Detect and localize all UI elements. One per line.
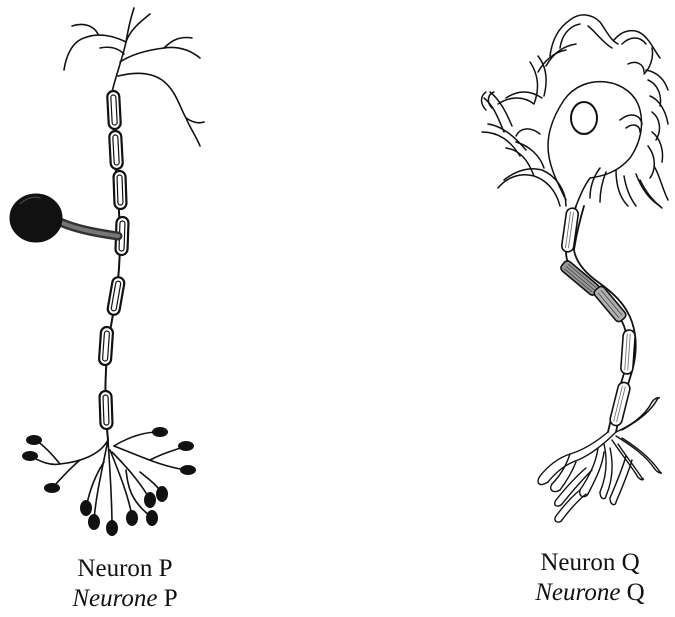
neuron-p bbox=[10, 8, 204, 536]
neuron-p-axon-terminals bbox=[30, 432, 186, 526]
neuron-q-caption: Neuron Q Neurone Q bbox=[505, 548, 675, 608]
neuron-p-label: Neuron P bbox=[40, 554, 210, 584]
neuron-p-cell-body bbox=[10, 194, 118, 242]
neuron-p-label-alt-prefix: Neurone bbox=[72, 585, 157, 612]
neuron-q-label: Neuron Q bbox=[505, 548, 675, 578]
neuron-q-myelin-sheath bbox=[559, 207, 635, 426]
neuron-q-label-alt-suffix: Q bbox=[620, 579, 644, 606]
neuron-q-nucleus bbox=[571, 102, 597, 134]
neuron-p-dendrites bbox=[64, 8, 204, 146]
neuron-p-label-alt-suffix: P bbox=[158, 585, 178, 612]
neuron-q-cell-body bbox=[482, 15, 669, 208]
neuron-q bbox=[482, 15, 669, 522]
neuron-p-label-alt: Neurone P bbox=[40, 584, 210, 614]
neuron-q-label-alt: Neurone Q bbox=[505, 578, 675, 608]
neuron-p-myelin-sheath bbox=[99, 91, 129, 429]
neuron-p-caption: Neuron P Neurone P bbox=[40, 554, 210, 614]
neuron-q-axon-terminals bbox=[538, 398, 661, 522]
neuron-q-label-alt-prefix: Neurone bbox=[535, 579, 620, 606]
